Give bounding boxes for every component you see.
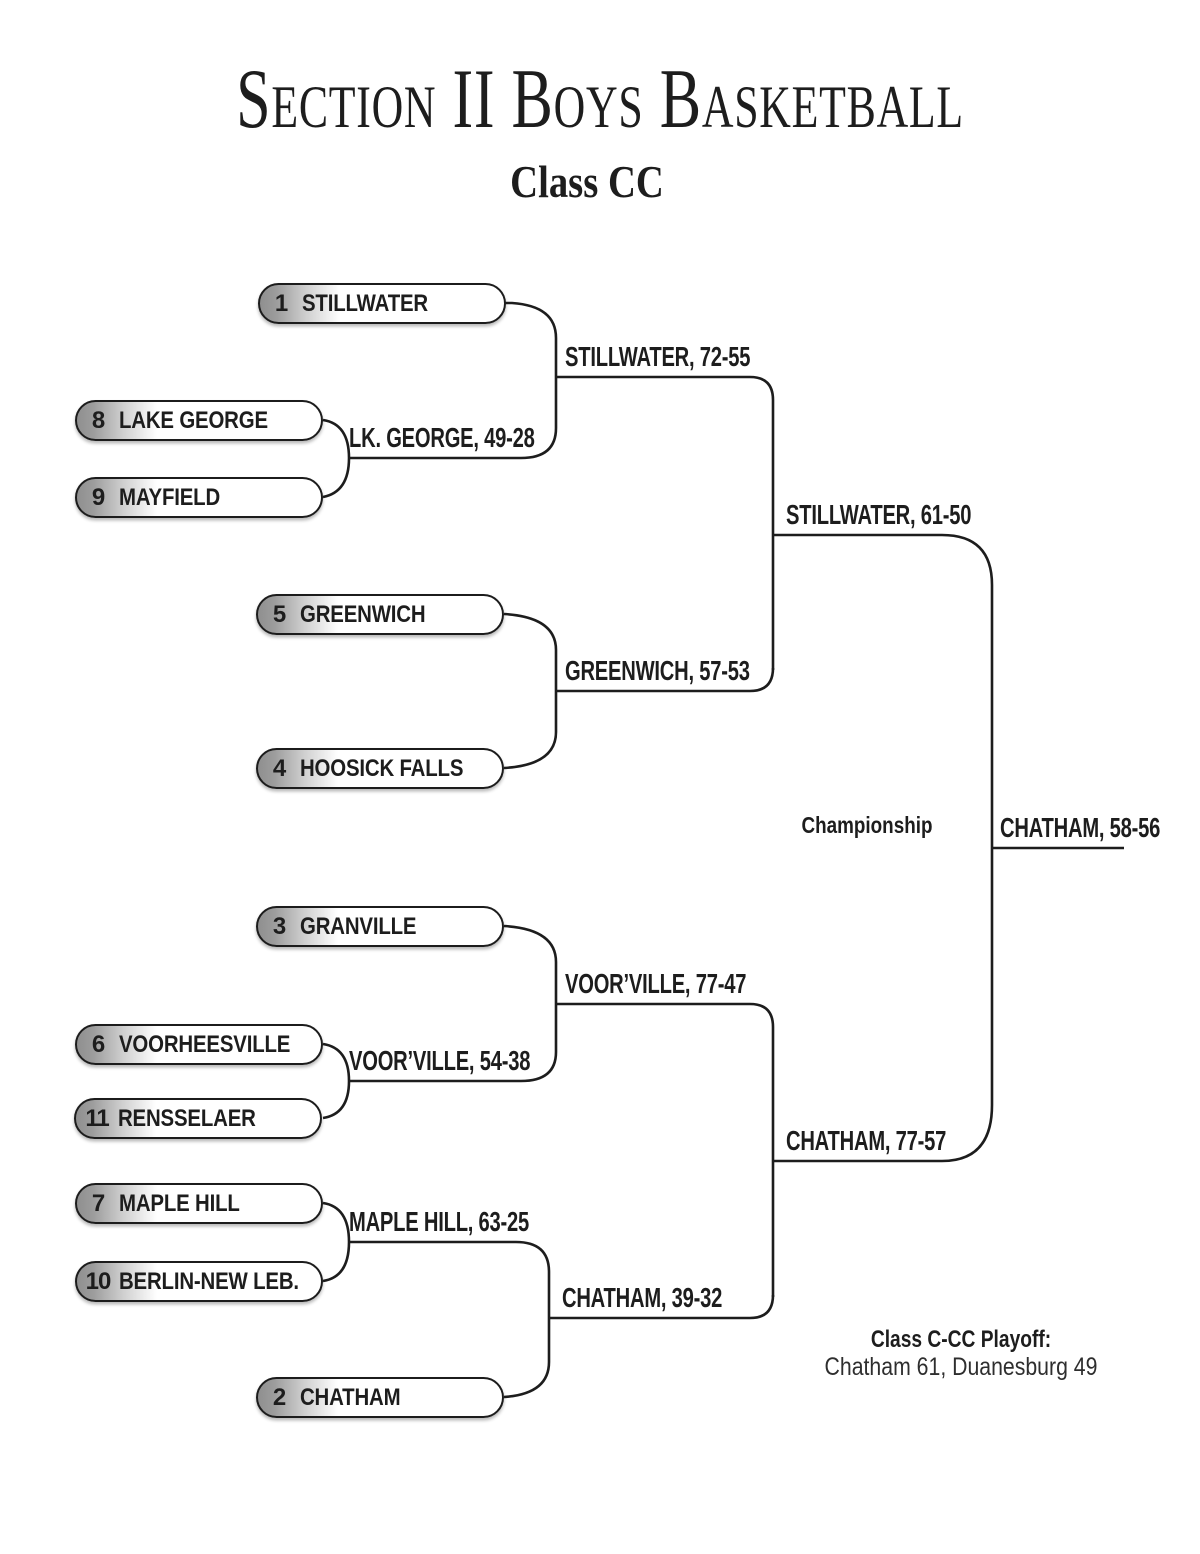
team-pill-granville: 3 GRANVILLE <box>256 906 504 947</box>
team-name: LAKE GEORGE <box>119 406 268 434</box>
connector-greenwich-stub <box>503 612 558 691</box>
connector-hoosick-stub <box>503 691 558 770</box>
connector-voorville-7747 <box>556 1002 775 1297</box>
connector-playin-8v9 <box>322 418 351 499</box>
team-pill-berlin-new-leb: 10 BERLIN-NEW LEB. <box>75 1261 323 1302</box>
connector-stillwater-6150 <box>773 533 994 1105</box>
seed-badge: 8 <box>91 406 105 434</box>
seed-badge: 10 <box>85 1267 112 1295</box>
team-name: MAYFIELD <box>119 483 221 511</box>
page-subtitle: Class CC <box>510 157 664 207</box>
team-name: GREENWICH <box>300 600 426 628</box>
playoff-note-body: Chatham 61, Duanesburg 49 <box>824 1353 1098 1381</box>
team-name: CHATHAM <box>300 1383 401 1411</box>
team-name: GRANVILLE <box>300 912 417 940</box>
result-chatham-5856: CHATHAM, 58-56 <box>1000 812 1161 843</box>
result-stillwater-7255: STILLWATER, 72-55 <box>565 341 751 372</box>
team-name: RENSSELAER <box>118 1104 256 1132</box>
team-name: STILLWATER <box>302 289 428 317</box>
seed-badge: 6 <box>91 1030 105 1058</box>
team-name: MAPLE HILL <box>119 1189 240 1217</box>
page-title: Section II Boys Basketball <box>236 52 964 146</box>
team-pill-chatham: 2 CHATHAM <box>256 1377 504 1418</box>
result-chatham-3932: CHATHAM, 39-32 <box>562 1282 723 1313</box>
seed-badge: 7 <box>91 1189 105 1217</box>
team-pill-maple-hill: 7 MAPLE HILL <box>75 1183 323 1224</box>
result-voorville-7747: VOOR’VILLE, 77-47 <box>565 968 747 999</box>
connector-voorville-winner <box>349 1051 558 1083</box>
connector-greenwich-5753 <box>556 667 775 693</box>
team-name: VOORHEESVILLE <box>119 1030 291 1058</box>
seed-badge: 5 <box>272 600 286 628</box>
result-chatham-7757: CHATHAM, 77-57 <box>786 1125 947 1156</box>
seed-badge: 4 <box>272 754 286 782</box>
seed-badge: 2 <box>272 1383 286 1411</box>
playoff-note: Class C-CC Playoff: Chatham 61, Duanesbu… <box>791 1326 1131 1381</box>
seed-badge: 9 <box>91 483 105 511</box>
result-greenwich-5753: GREENWICH, 57-53 <box>565 655 750 686</box>
connector-chatham-3932 <box>549 1294 775 1320</box>
connector-maplehill-winner <box>349 1240 551 1318</box>
team-pill-rensselaer: 11 RENSSELAER <box>74 1098 322 1139</box>
playoff-note-title: Class C-CC Playoff: <box>870 1326 1052 1353</box>
seed-badge: 1 <box>274 289 288 317</box>
connector-granville-stub <box>503 924 558 1052</box>
team-pill-lake-george: 8 LAKE GEORGE <box>75 400 323 441</box>
connector-lkgeorge-winner <box>349 427 558 460</box>
team-pill-stillwater: 1 STILLWATER <box>258 283 506 324</box>
result-voorville-5438: VOOR’VILLE, 54-38 <box>349 1045 531 1076</box>
connector-chatham-stub <box>503 1318 551 1399</box>
connector-playin-7v10 <box>322 1201 351 1283</box>
result-maplehill-6325: MAPLE HILL, 63-25 <box>349 1206 530 1237</box>
team-pill-hoosick-falls: 4 HOOSICK FALLS <box>256 748 504 789</box>
result-lkgeorge-4928: LK. GEORGE, 49-28 <box>349 422 535 453</box>
connector-chatham-7757 <box>773 1104 994 1163</box>
connector-playin-6v11 <box>322 1042 351 1120</box>
team-pill-voorheesville: 6 VOORHEESVILLE <box>75 1024 323 1065</box>
seed-badge: 11 <box>85 1104 109 1132</box>
connector-stillwater-stub <box>504 301 558 428</box>
result-stillwater-6150: STILLWATER, 61-50 <box>786 499 972 530</box>
team-name: BERLIN-NEW LEB. <box>119 1267 299 1295</box>
team-name: HOOSICK FALLS <box>300 754 464 782</box>
team-pill-greenwich: 5 GREENWICH <box>256 594 504 635</box>
team-pill-mayfield: 9 MAYFIELD <box>75 477 323 518</box>
championship-label: Championship <box>801 812 933 838</box>
connector-stillwater-7255 <box>556 375 775 670</box>
seed-badge: 3 <box>272 912 286 940</box>
